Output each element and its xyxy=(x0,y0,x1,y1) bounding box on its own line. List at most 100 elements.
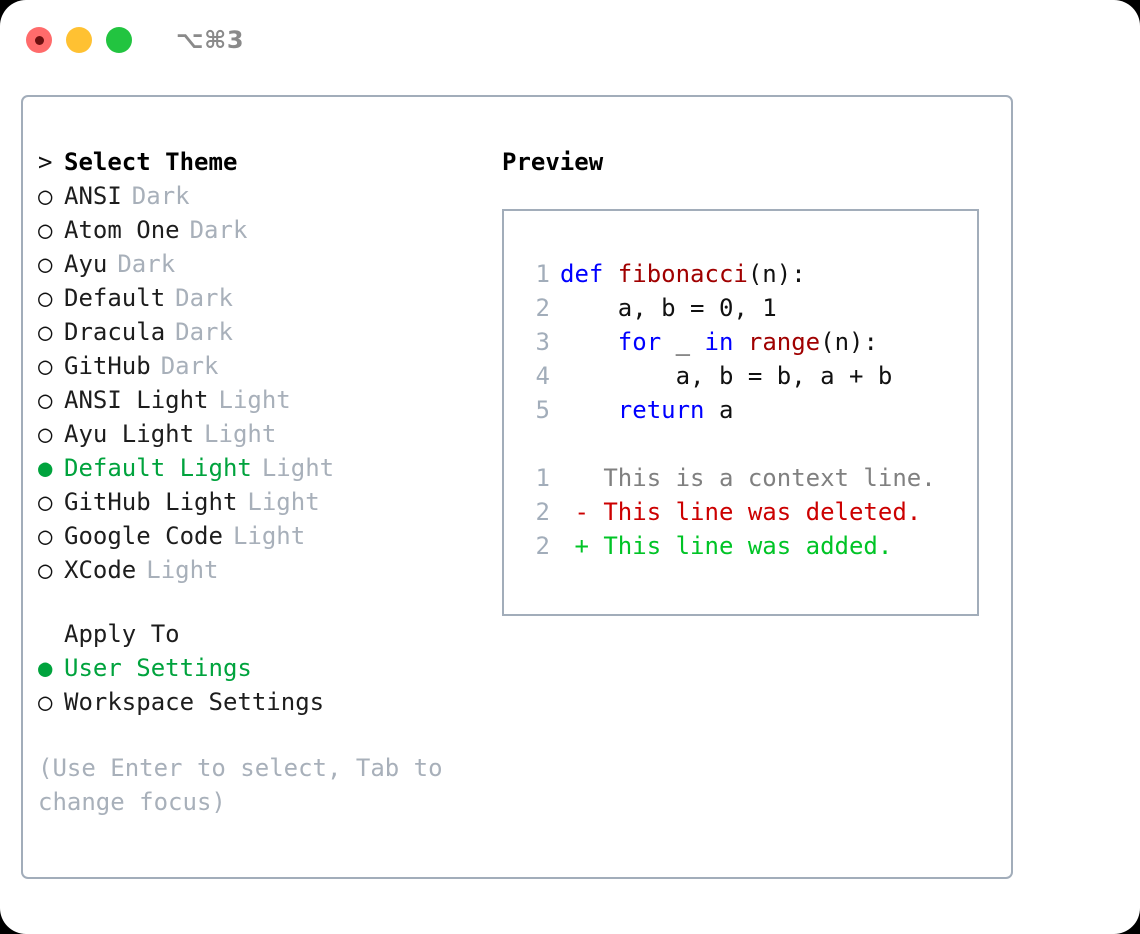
spacer xyxy=(38,587,498,617)
theme-name: GitHub Light xyxy=(64,488,238,516)
close-button-icon[interactable] xyxy=(26,27,52,53)
radio-unselected-icon[interactable]: ○ xyxy=(38,284,53,312)
code-token: in xyxy=(704,328,734,356)
radio-unselected-icon[interactable]: ○ xyxy=(38,182,53,210)
line-number: 1 xyxy=(535,464,550,492)
minimize-button-icon[interactable] xyxy=(66,27,92,53)
line-number: 3 xyxy=(535,328,550,356)
theme-name: Dracula xyxy=(64,318,166,346)
diff-line-text: + This line was added. xyxy=(560,532,893,560)
theme-name: Ayu xyxy=(64,250,108,278)
theme-variant-badge: Light xyxy=(247,488,320,516)
prompt-caret-icon: > xyxy=(38,148,53,176)
code-token: range xyxy=(747,328,821,356)
code-token: a, b = b, a + b xyxy=(560,362,893,390)
apply-to-option[interactable]: ● User Settings xyxy=(38,651,498,685)
diff-line: 2 - This line was deleted. xyxy=(522,495,977,529)
radio-unselected-icon[interactable]: ○ xyxy=(38,522,53,550)
theme-name: Atom One xyxy=(64,216,180,244)
code-token: (n): xyxy=(820,328,878,356)
code-token: for xyxy=(617,328,662,356)
apply-to-label: Apply To xyxy=(64,620,180,648)
theme-variant-badge: Dark xyxy=(189,216,248,244)
theme-list-item[interactable]: ○ Ayu Light Light xyxy=(38,417,498,451)
diff-sample: 1 This is a context line.2 - This line w… xyxy=(522,461,977,563)
code-token: def xyxy=(560,260,618,288)
theme-name: GitHub xyxy=(64,352,151,380)
blank-marker-icon: ○ xyxy=(38,617,64,651)
line-number: 1 xyxy=(535,260,550,288)
diff-line-text: - This line was deleted. xyxy=(560,498,922,526)
code-token: _ xyxy=(661,328,705,356)
theme-variant-badge: Light xyxy=(261,454,335,482)
apply-to-option[interactable]: ○ Workspace Settings xyxy=(38,685,498,719)
radio-unselected-icon[interactable]: ○ xyxy=(38,250,53,278)
theme-variant-badge: Light xyxy=(218,386,291,414)
radio-unselected-icon[interactable]: ○ xyxy=(38,216,53,244)
diff-line: 1 This is a context line. xyxy=(522,461,977,495)
maximize-button-icon[interactable] xyxy=(106,27,132,53)
line-number: 2 xyxy=(535,498,550,526)
radio-unselected-icon[interactable]: ○ xyxy=(38,688,53,716)
apply-to-list: ● User Settings ○ Workspace Settings xyxy=(38,651,498,719)
theme-list-item[interactable]: ○ Atom One Dark xyxy=(38,213,498,247)
radio-selected-icon[interactable]: ● xyxy=(38,654,53,682)
diff-line: 2 + This line was added. xyxy=(522,529,977,563)
diff-line-text: This is a context line. xyxy=(560,464,936,492)
radio-selected-icon[interactable]: ● xyxy=(38,454,53,482)
help-text: (Use Enter to select, Tab to change focu… xyxy=(38,754,458,816)
apply-to-option-label: User Settings xyxy=(64,654,252,682)
title-bar: ⌥⌘3 xyxy=(0,0,1140,80)
theme-name: Default xyxy=(64,284,166,312)
code-token xyxy=(560,393,618,427)
theme-variant-badge: Dark xyxy=(160,352,219,380)
theme-variant-badge: Light xyxy=(146,556,219,584)
theme-list-item[interactable]: ○ GitHub Dark xyxy=(38,349,498,383)
radio-unselected-icon[interactable]: ○ xyxy=(38,352,53,380)
theme-list-item[interactable]: ○ Default Dark xyxy=(38,281,498,315)
theme-name: ANSI Light xyxy=(64,386,209,414)
radio-unselected-icon[interactable]: ○ xyxy=(38,318,53,346)
theme-name: ANSI xyxy=(64,182,122,210)
apply-to-option-label: Workspace Settings xyxy=(64,688,325,716)
theme-name: XCode xyxy=(64,556,137,584)
radio-unselected-icon[interactable]: ○ xyxy=(38,488,53,516)
theme-list-item[interactable]: ○ XCode Light xyxy=(38,553,498,587)
radio-unselected-icon[interactable]: ○ xyxy=(38,556,53,584)
theme-variant-badge: Dark xyxy=(131,182,190,210)
theme-list-item[interactable]: ● Default Light Light xyxy=(38,451,498,485)
theme-variant-badge: Dark xyxy=(117,250,176,278)
radio-unselected-icon[interactable]: ○ xyxy=(38,386,53,414)
code-token xyxy=(560,325,618,359)
theme-variant-badge: Light xyxy=(204,420,277,448)
theme-variant-badge: Light xyxy=(232,522,306,550)
window-controls xyxy=(26,27,132,53)
select-theme-label: Select Theme xyxy=(64,148,238,176)
code-line: 4 a, b = b, a + b xyxy=(522,359,977,393)
code-line: 2 a, b = 0, 1 xyxy=(522,291,977,325)
theme-name: Ayu Light xyxy=(64,420,195,448)
apply-to-heading: ○Apply To xyxy=(38,617,498,651)
theme-list-item[interactable]: ○ ANSI Light Light xyxy=(38,383,498,417)
line-number: 4 xyxy=(535,362,550,390)
code-token: (n): xyxy=(747,260,806,288)
keyboard-shortcut-label: ⌥⌘3 xyxy=(176,26,245,54)
theme-list-item[interactable]: ○ GitHub Light Light xyxy=(38,485,498,519)
code-token: a, b = 0, 1 xyxy=(560,294,777,322)
theme-name: Default Light xyxy=(64,454,252,482)
code-line: 3 for _ in range(n): xyxy=(522,325,977,359)
record-dot-icon xyxy=(34,35,44,45)
theme-list-item[interactable]: ○ ANSI Dark xyxy=(38,179,498,213)
theme-variant-badge: Dark xyxy=(175,284,233,312)
radio-unselected-icon[interactable]: ○ xyxy=(38,420,53,448)
theme-list-item[interactable]: ○ Ayu Dark xyxy=(38,247,498,281)
